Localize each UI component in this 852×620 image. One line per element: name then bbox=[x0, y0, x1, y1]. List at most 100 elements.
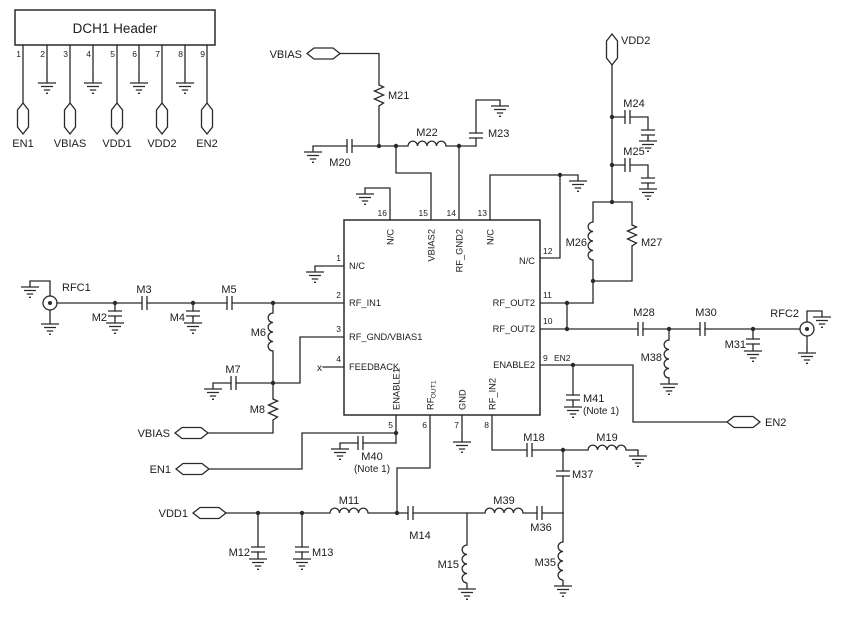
ground-symbol bbox=[40, 317, 60, 335]
label-m11: M11 bbox=[339, 495, 360, 507]
label-m21: M21 bbox=[388, 90, 409, 102]
ic-pin-name: RF_IN1 bbox=[349, 298, 381, 308]
ic-pin-name: ENABLE1 bbox=[392, 368, 402, 410]
hex-connector bbox=[155, 102, 169, 135]
ic-pin-name: GND bbox=[458, 389, 468, 410]
label-m38: M38 bbox=[641, 352, 662, 364]
wire-pin8 bbox=[491, 414, 589, 451]
ic-pin-number: 5 bbox=[388, 420, 393, 430]
ground-symbol bbox=[37, 76, 57, 94]
hex-connector bbox=[200, 102, 214, 135]
capacitor-symbol-m24 bbox=[624, 109, 631, 125]
resistor-symbol-m27 bbox=[626, 224, 638, 247]
capacitor-symbol-m20 bbox=[346, 138, 353, 154]
node-dot bbox=[590, 278, 596, 284]
vdd1-label: VDD1 bbox=[159, 508, 188, 520]
header-pin-number: 4 bbox=[86, 49, 91, 59]
ic-pin-number: 15 bbox=[419, 208, 429, 218]
node-dot bbox=[557, 172, 563, 178]
ic-pin-name: N/C bbox=[349, 261, 365, 271]
ground-symbol bbox=[83, 76, 103, 94]
label-m37: M37 bbox=[572, 469, 593, 481]
label-m25: M25 bbox=[623, 146, 644, 158]
label-m40: M40 bbox=[361, 451, 382, 463]
label-m23: M23 bbox=[488, 128, 509, 140]
capacitor-symbol-m30 bbox=[699, 321, 706, 337]
ground-symbol bbox=[175, 76, 195, 94]
connector-label-vbias: VBIAS bbox=[54, 138, 86, 150]
label-m18: M18 bbox=[523, 432, 544, 444]
label-m2: M2 bbox=[92, 312, 107, 324]
capacitor-symbol-m3 bbox=[141, 295, 148, 311]
inductor-symbol-m22 bbox=[407, 140, 447, 147]
ic-pin-number: 2 bbox=[336, 290, 341, 300]
capacitor-symbol bbox=[640, 129, 656, 136]
label-m20: M20 bbox=[329, 157, 350, 169]
dch1-header: DCH1 Header 1 2 3 4 5 6 7 8 9 EN1 VBIAS … bbox=[12, 9, 218, 150]
hex-connector bbox=[110, 102, 124, 135]
capacitor-symbol-m5 bbox=[226, 295, 233, 311]
ic-pin-number: 8 bbox=[484, 420, 489, 430]
wire-to-pin15 bbox=[395, 145, 432, 221]
ground-symbol bbox=[659, 377, 679, 395]
ic-pin-name: RF_IN2 bbox=[488, 378, 498, 410]
label-m15: M15 bbox=[438, 559, 459, 571]
ground-symbol bbox=[292, 552, 312, 570]
capacitor-symbol-m25 bbox=[624, 157, 631, 173]
wire-rfc1-top-ground bbox=[29, 280, 51, 297]
label-m7: M7 bbox=[225, 364, 240, 376]
wire bbox=[475, 99, 501, 147]
label-m28: M28 bbox=[633, 307, 654, 319]
ic-pin-name: RF_OUT2 bbox=[493, 324, 535, 334]
label-m41-note: (Note 1) bbox=[583, 406, 619, 417]
capacitor-symbol-m2 bbox=[107, 310, 123, 317]
coax-connector-rfc1 bbox=[42, 295, 58, 311]
label-m14: M14 bbox=[409, 530, 430, 542]
ground-symbol bbox=[105, 316, 125, 334]
inductor-symbol-m6 bbox=[267, 312, 274, 352]
ic-pin-number: 16 bbox=[378, 208, 388, 218]
wires-m26-m27 bbox=[592, 201, 633, 304]
capacitor-symbol-m14 bbox=[407, 505, 414, 521]
ic-pin-name: N/C bbox=[386, 229, 396, 245]
connector-label-en2: EN2 bbox=[196, 138, 217, 150]
ground-symbol bbox=[628, 449, 648, 467]
inductor-symbol-m11 bbox=[329, 507, 369, 514]
wire-pin16-ground bbox=[364, 187, 391, 221]
ic-pin-name: RF_OUT2 bbox=[493, 298, 535, 308]
top-bias-network: VBIAS M21 M20 M22 M23 bbox=[270, 47, 588, 259]
vdd2-label: VDD2 bbox=[621, 35, 650, 47]
label-m12: M12 bbox=[229, 547, 250, 559]
capacitor-symbol bbox=[640, 177, 656, 184]
node-dot bbox=[564, 300, 570, 306]
header-pin-number: 8 bbox=[178, 49, 183, 59]
capacitor-symbol-m12 bbox=[250, 546, 266, 553]
ic-pin-name: RF_GND2 bbox=[455, 229, 465, 272]
inductor-symbol-m35 bbox=[557, 541, 564, 581]
en2-label: EN2 bbox=[765, 417, 786, 429]
label-m22: M22 bbox=[416, 127, 437, 139]
label-m6: M6 bbox=[251, 327, 266, 339]
vdd1-network: VDD1 M11 M14 M39 M36 M12 M13 M15 M35 bbox=[159, 414, 573, 600]
node-dot bbox=[609, 162, 615, 168]
ground-symbol bbox=[203, 382, 223, 400]
label-m5: M5 bbox=[221, 284, 236, 296]
ic-pin-number: 14 bbox=[447, 208, 457, 218]
ground-symbol bbox=[797, 346, 817, 364]
ic-pin-number: 7 bbox=[454, 420, 459, 430]
label-m8: M8 bbox=[250, 404, 265, 416]
ground-symbol bbox=[303, 145, 323, 163]
header-pin-number: 1 bbox=[16, 49, 21, 59]
header-ground-wires bbox=[46, 44, 186, 78]
hex-connector bbox=[192, 506, 227, 520]
inductor-symbol-m38 bbox=[663, 339, 670, 379]
inductor-symbol-m15 bbox=[461, 544, 468, 584]
node-dot bbox=[456, 143, 462, 149]
ic-chip: N/C RF_IN1 RF_GND/VBIAS1 FEEDBACK 1 2 3 … bbox=[336, 208, 571, 430]
rfin2-network: M18 M19 M37 bbox=[491, 414, 648, 514]
label-m4: M4 bbox=[170, 312, 185, 324]
capacitor-symbol-m4 bbox=[185, 310, 201, 317]
label-m27: M27 bbox=[641, 237, 662, 249]
capacitor-symbol-m18 bbox=[526, 442, 533, 458]
